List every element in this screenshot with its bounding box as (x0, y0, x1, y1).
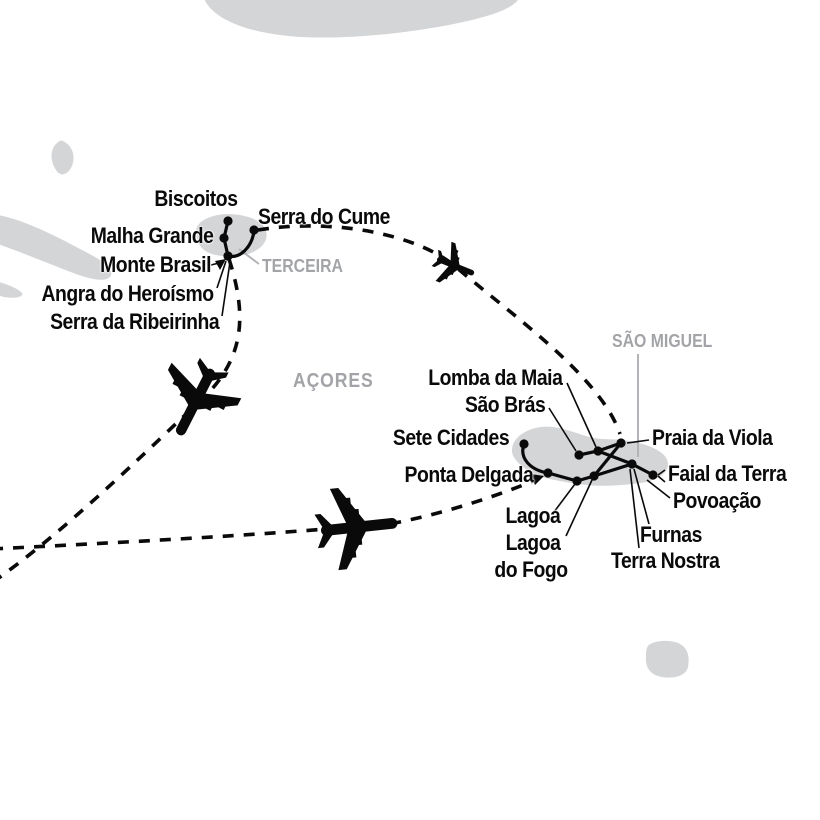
sao-miguel-south-route (521, 442, 655, 483)
lagoa-fogo-leader (565, 479, 593, 537)
praia-leader (626, 439, 650, 444)
terra-nostra-leader (629, 468, 640, 549)
label-leaders (210, 260, 671, 549)
label-terra-nostra: Terra Nostra (611, 548, 720, 573)
arrowheads (215, 259, 544, 485)
label-lagoa-fogo-line1: Lagoa (505, 530, 561, 555)
flight-route-terceira-southwest (0, 258, 242, 580)
label-biscoitos: Biscoitos (154, 186, 239, 211)
label-faial-terra: Faial da Terra (668, 461, 787, 486)
label-malha-grande: Malha Grande (90, 223, 213, 248)
label-sao-bras: São Brás (464, 392, 546, 417)
label-sao-miguel-island: SÃO MIGUEL (612, 331, 713, 351)
dot-faial-terra (648, 470, 658, 480)
label-monte-brasil: Monte Brasil (100, 252, 211, 277)
dot-serra-cume (249, 225, 259, 235)
label-lagoa-fogo-line2: do Fogo (494, 557, 568, 582)
flight-route-terceira-sao-miguel (257, 224, 622, 435)
airplane-icon (426, 238, 482, 294)
tour-routes (222, 219, 655, 483)
island-left-elongated (0, 215, 112, 298)
faial-leader-a (657, 469, 666, 476)
ribeirinha-leader (221, 261, 231, 317)
label-povoacao: Povoação (673, 488, 761, 513)
dot-lagoa (572, 476, 582, 486)
stop-dots (219, 216, 658, 486)
label-ponta-delgada: Ponta Delgada (404, 462, 533, 487)
label-terceira-island: TERCEIRA (262, 256, 343, 276)
label-serra-cume: Serra do Cume (258, 204, 390, 229)
label-angra-heroismo: Angra do Heroísmo (41, 281, 215, 306)
label-sete-cidades: Sete Cidades (392, 425, 510, 450)
dot-monte-brasil (223, 251, 233, 261)
label-furnas: Furnas (640, 522, 702, 547)
dot-praia-viola (616, 438, 626, 448)
dot-biscoitos (223, 216, 233, 226)
arrow-ponta-delgada (531, 474, 544, 485)
sao-miguel-link-route-2 (592, 441, 623, 478)
lagoa-leader (553, 483, 576, 513)
dot-furnas-junction (627, 459, 637, 469)
angra-leader (216, 260, 227, 289)
lomba-leader (566, 382, 597, 448)
dot-sao-bras (574, 450, 584, 460)
islands-layer (0, 0, 689, 678)
label-lomba-maia: Lomba da Maia (427, 365, 563, 390)
faial-leader-b (657, 475, 666, 483)
island-top-partial (204, 0, 518, 38)
island-teardrop (51, 140, 74, 175)
dot-ponta-delgada (543, 468, 553, 478)
furnas-leader (633, 468, 650, 525)
label-lagoa: Lagoa (505, 503, 560, 528)
airplane-icon (143, 347, 250, 453)
povoacao-leader (646, 479, 671, 499)
label-acores-region: AÇORES (293, 370, 374, 392)
airplane-icon (311, 482, 402, 572)
label-serra-ribeirinha: Serra da Ribeirinha (49, 309, 220, 334)
flight-route-west-to-ponta-delgada (0, 479, 534, 551)
dot-lagoa-fogo (589, 471, 599, 481)
dot-sete-cidades (519, 439, 529, 449)
island-bottom-right (645, 640, 689, 678)
dot-lomba (593, 446, 603, 456)
label-praia-viola: Praia da Viola (652, 425, 773, 450)
dot-malha-grande (219, 233, 229, 243)
arrow-monte-brasil (215, 259, 226, 270)
sao-bras-leader (548, 407, 577, 452)
flight-routes (0, 224, 622, 580)
sao-miguel-link-route-1 (596, 449, 634, 466)
